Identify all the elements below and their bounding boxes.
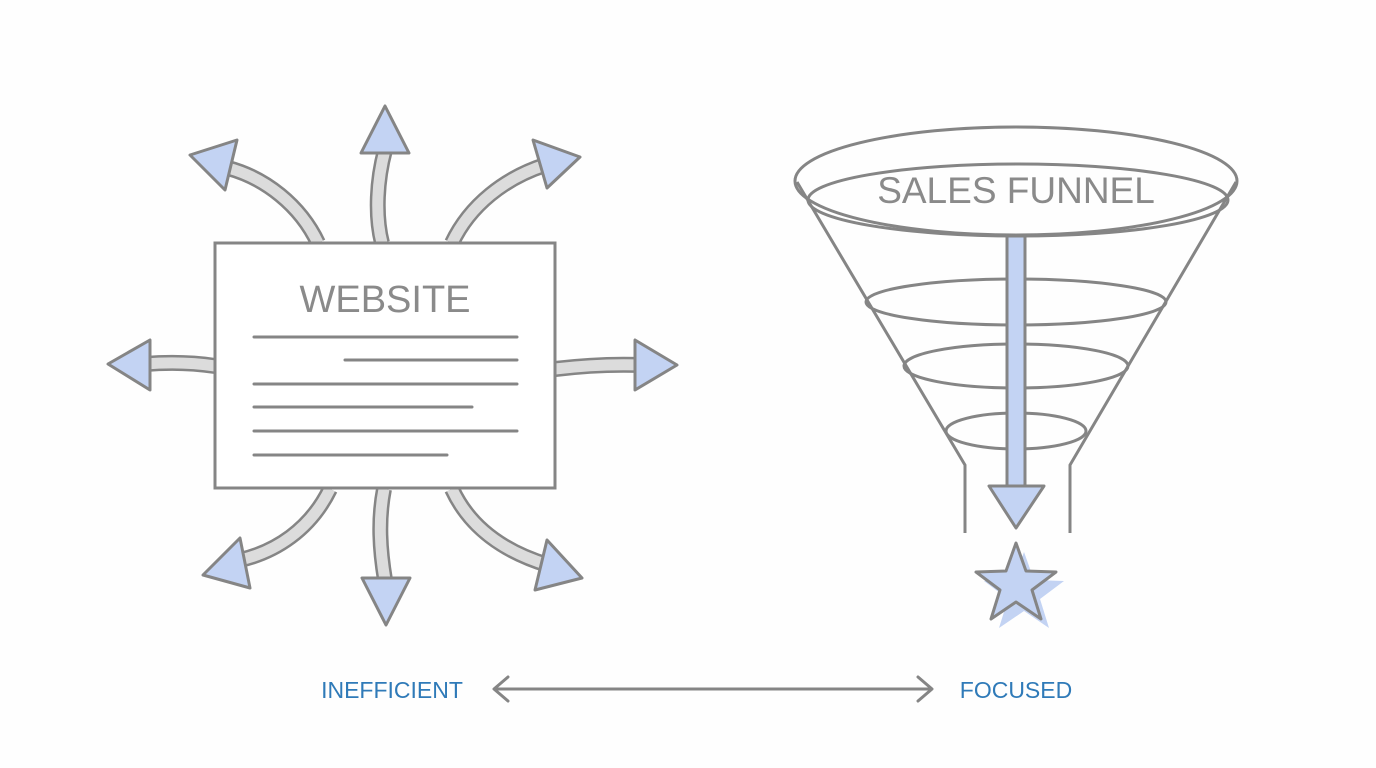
arrow-shaft-bottom-right xyxy=(444,485,551,573)
scale-left-label: INEFFICIENT xyxy=(321,677,463,703)
arrowhead-bottom-right-icon xyxy=(533,538,584,592)
arrow-shaft-top-left xyxy=(225,160,326,247)
scattered-arrows xyxy=(106,104,679,627)
website-page-frame xyxy=(213,241,557,490)
scale-right-label: FOCUSED xyxy=(960,677,1072,703)
funnel-right-side xyxy=(1068,181,1238,533)
efficiency-scale: INEFFICIENT FOCUSED xyxy=(321,675,1072,703)
funnel-left-side xyxy=(795,181,967,533)
arrowhead-top-icon xyxy=(359,104,411,155)
arrow-shaft-bottom-left xyxy=(238,485,338,568)
arrow-shaft-top-right xyxy=(444,157,548,247)
chevron-left-icon xyxy=(492,675,510,703)
arrowhead-bottom-icon xyxy=(360,576,412,627)
chevron-right-icon xyxy=(916,675,934,703)
star-icon xyxy=(974,541,1064,628)
arrowhead-bottom-left-icon xyxy=(201,536,252,590)
arrowhead-left-icon xyxy=(106,338,152,392)
arrowhead-top-right-icon xyxy=(531,138,582,190)
website-text-lines xyxy=(252,335,519,457)
down-arrow-icon xyxy=(987,484,1046,530)
website-page: WEBSITE xyxy=(213,241,557,490)
arrowhead-top-left-icon xyxy=(188,138,239,192)
funnel-arrow-shaft xyxy=(1005,234,1027,490)
website-title: WEBSITE xyxy=(299,279,470,321)
funnel-title: SALES FUNNEL xyxy=(877,170,1155,211)
arrowhead-right-icon xyxy=(633,338,679,392)
funnel-flow-arrow xyxy=(987,234,1046,530)
